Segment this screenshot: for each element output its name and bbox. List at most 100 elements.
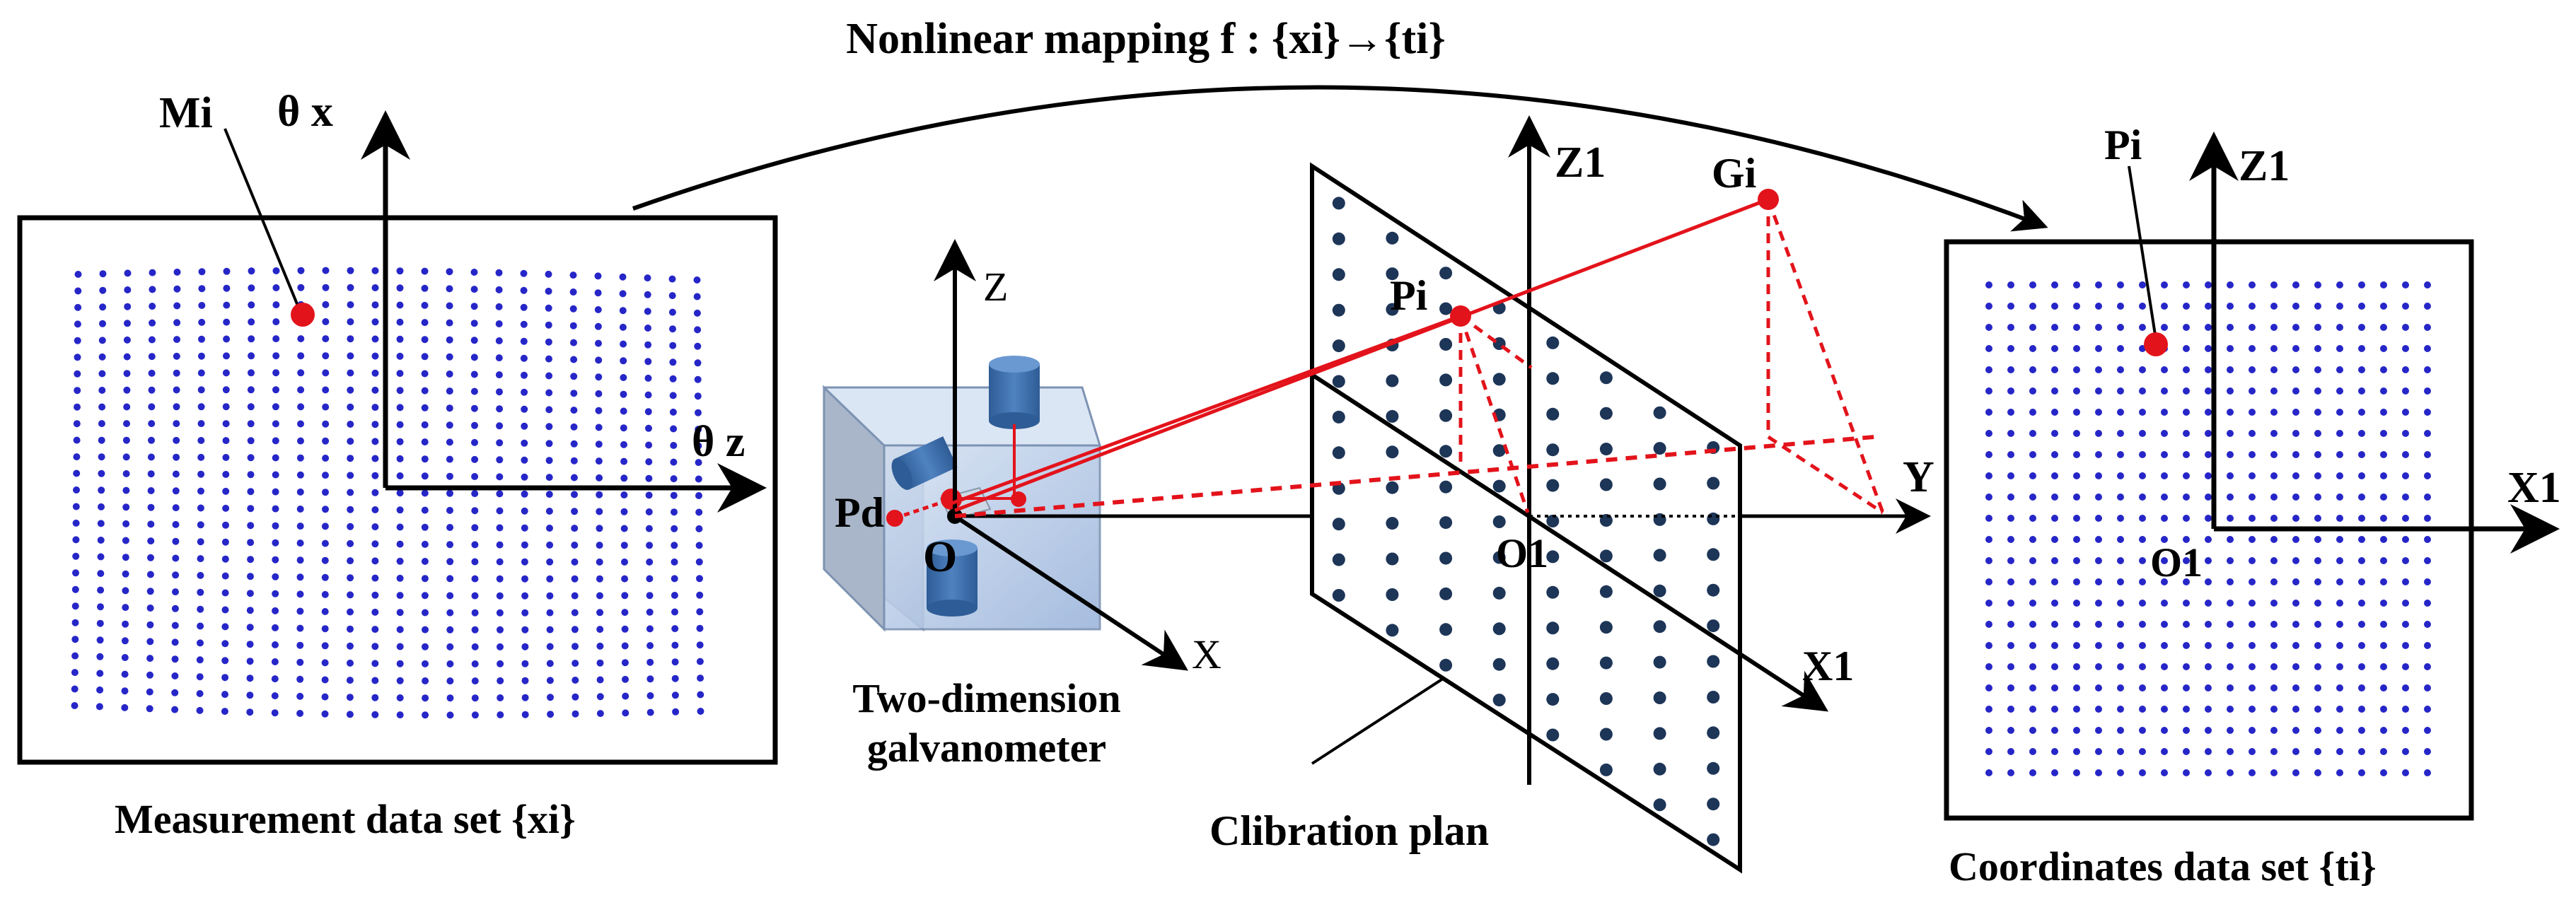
- coordinates-dot: [2314, 578, 2321, 585]
- coordinates-dot: [2117, 600, 2124, 607]
- coordinates-dot: [2424, 345, 2431, 352]
- coordinates-dot: [2358, 727, 2365, 734]
- measurement-dot: [347, 386, 354, 394]
- measurement-dot: [422, 609, 429, 617]
- plane-dot: [1492, 586, 1506, 600]
- measurement-dot: [147, 520, 155, 528]
- measurement-dot: [520, 354, 528, 362]
- measurement-dot: [396, 711, 404, 719]
- coordinates-dot: [2227, 409, 2234, 416]
- measurement-dot: [520, 303, 528, 311]
- measurement-dot: [148, 420, 156, 428]
- coordinates-dot: [2292, 303, 2299, 310]
- measurement-dot: [72, 552, 80, 560]
- measurement-dot: [421, 267, 429, 275]
- coordinates-dot: [2161, 303, 2168, 310]
- coordinates-dot: [2007, 684, 2014, 691]
- coordinates-dot: [2402, 324, 2409, 331]
- measurement-dot: [446, 694, 454, 702]
- measurement-dot: [272, 352, 280, 360]
- coordinates-dot: [2249, 769, 2256, 776]
- measurement-dot: [248, 318, 255, 326]
- coordinates-dot: [2424, 409, 2431, 416]
- coordinates-dot: [2139, 600, 2146, 607]
- coordinates-dot: [2424, 494, 2431, 501]
- measurement-dot: [71, 652, 79, 660]
- measurement-dot: [246, 675, 254, 682]
- coordinates-dot: [1985, 345, 1992, 352]
- coordinates-dot: [1985, 387, 1992, 395]
- measurement-dot: [147, 470, 155, 478]
- measurement-dot: [471, 592, 479, 600]
- coordinates-dot: [2336, 557, 2343, 564]
- gi-marker: [1758, 189, 1779, 210]
- measurement-dot: [173, 420, 180, 428]
- measurement-dot: [221, 708, 228, 716]
- measurement-dot: [422, 711, 429, 719]
- measurement-dot: [296, 539, 304, 547]
- measurement-dot: [371, 694, 379, 701]
- measurement-dot: [196, 656, 204, 664]
- coordinates-dot: [2095, 663, 2102, 670]
- measurement-dot: [122, 520, 130, 527]
- coordinates-dot: [2380, 515, 2387, 522]
- measurement-dot: [696, 624, 704, 632]
- plane-dot: [1386, 445, 1399, 459]
- plane-dot: [1546, 443, 1560, 457]
- coordinates-dot: [2073, 727, 2080, 734]
- measurement-dot: [221, 555, 229, 563]
- coordinates-dot: [2029, 472, 2036, 479]
- measurement-dot: [296, 522, 304, 530]
- measurement-dot: [124, 286, 132, 293]
- measurement-dot: [545, 406, 553, 414]
- coordinates-dot: [2249, 451, 2256, 458]
- coordinates-dot: [2073, 706, 2080, 713]
- coordinates-dot: [2402, 557, 2409, 564]
- coordinates-dot: [2073, 451, 2080, 458]
- measurement-dot: [147, 554, 154, 561]
- measurement-dot: [496, 439, 504, 447]
- measurement-dot: [149, 303, 156, 310]
- coordinates-dot: [2051, 600, 2058, 607]
- measurement-dot: [594, 322, 602, 330]
- measurement-dot: [96, 619, 104, 627]
- coordinates-dot: [2029, 727, 2036, 734]
- measurement-dot: [645, 525, 653, 532]
- coordinates-dot: [2292, 472, 2299, 479]
- coordinates-dot: [2270, 578, 2278, 585]
- coordinates-dot: [2336, 494, 2343, 501]
- mi-label: Mi: [159, 89, 213, 137]
- coordinates-dot: [2139, 409, 2146, 416]
- measurement-dot: [668, 308, 676, 316]
- measurement-dot: [545, 372, 553, 380]
- coordinates-dot: [2270, 430, 2278, 437]
- measurement-dot: [446, 609, 454, 617]
- measurement-dot: [446, 268, 453, 276]
- measurement-dot: [646, 708, 654, 716]
- measurement-dot: [695, 409, 702, 416]
- coordinates-dot: [2051, 769, 2058, 776]
- measurement-dot: [98, 436, 105, 444]
- coordinates-dot: [2183, 536, 2190, 543]
- measurement-dot: [497, 677, 504, 684]
- coordinates-dot: [2117, 366, 2124, 373]
- coordinates-dot: [2292, 578, 2299, 585]
- coordinates-dot: [2227, 430, 2234, 437]
- coordinates-dot: [2117, 663, 2124, 670]
- coordinates-dot: [2161, 409, 2168, 416]
- measurement-dot: [620, 508, 628, 515]
- measurement-dot: [521, 643, 529, 650]
- measurement-dot: [471, 524, 479, 532]
- coordinates-dot: [2007, 451, 2014, 458]
- plane-dot: [1707, 512, 1720, 525]
- measurement-dot: [471, 473, 479, 480]
- plane-dot: [1492, 373, 1506, 386]
- coordinates-dot: [2358, 621, 2365, 628]
- measurement-dot: [197, 555, 204, 563]
- measurement-dot: [595, 390, 603, 397]
- plane-dot: [1599, 549, 1613, 563]
- measurement-dot: [347, 318, 354, 326]
- coordinates-dot: [2183, 706, 2190, 713]
- coordinates-dot: [2117, 578, 2124, 585]
- measurement-dot: [471, 575, 479, 583]
